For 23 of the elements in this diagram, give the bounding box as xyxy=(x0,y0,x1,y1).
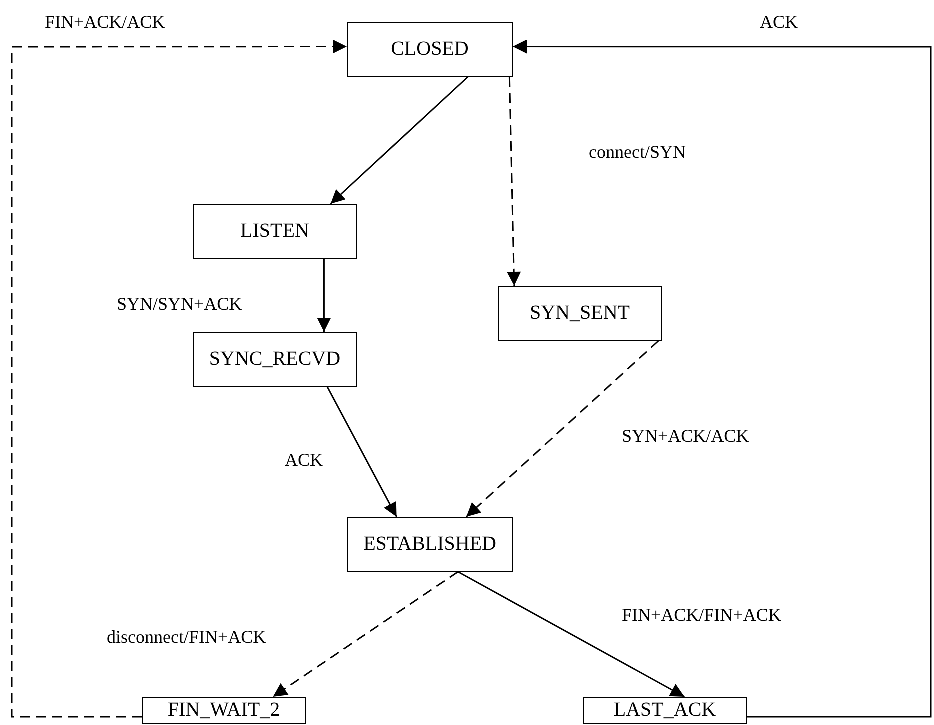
arrow xyxy=(11,40,347,718)
state-box xyxy=(498,286,662,341)
state-name: SYN_SENT xyxy=(530,302,630,325)
arrow xyxy=(507,76,522,286)
arrow xyxy=(317,259,332,332)
state-name: LAST_ACK xyxy=(614,699,716,722)
state-name: ESTABLISHED xyxy=(364,533,496,556)
arrow xyxy=(272,571,459,698)
arrow xyxy=(466,340,660,518)
state-name: CLOSED xyxy=(391,38,469,61)
state-box xyxy=(347,517,513,572)
arrow xyxy=(330,76,469,205)
state-name: FIN_WAIT_2 xyxy=(168,699,280,722)
state-box xyxy=(347,22,513,77)
state-box xyxy=(193,204,357,259)
state-box xyxy=(583,697,747,724)
arrow xyxy=(458,571,686,698)
state-name: LISTEN xyxy=(240,220,310,243)
state-box xyxy=(193,332,357,387)
arrow xyxy=(326,386,398,518)
state-box xyxy=(142,697,306,724)
arrow xyxy=(513,40,932,718)
state-name: SYNC_RECVD xyxy=(209,348,341,371)
